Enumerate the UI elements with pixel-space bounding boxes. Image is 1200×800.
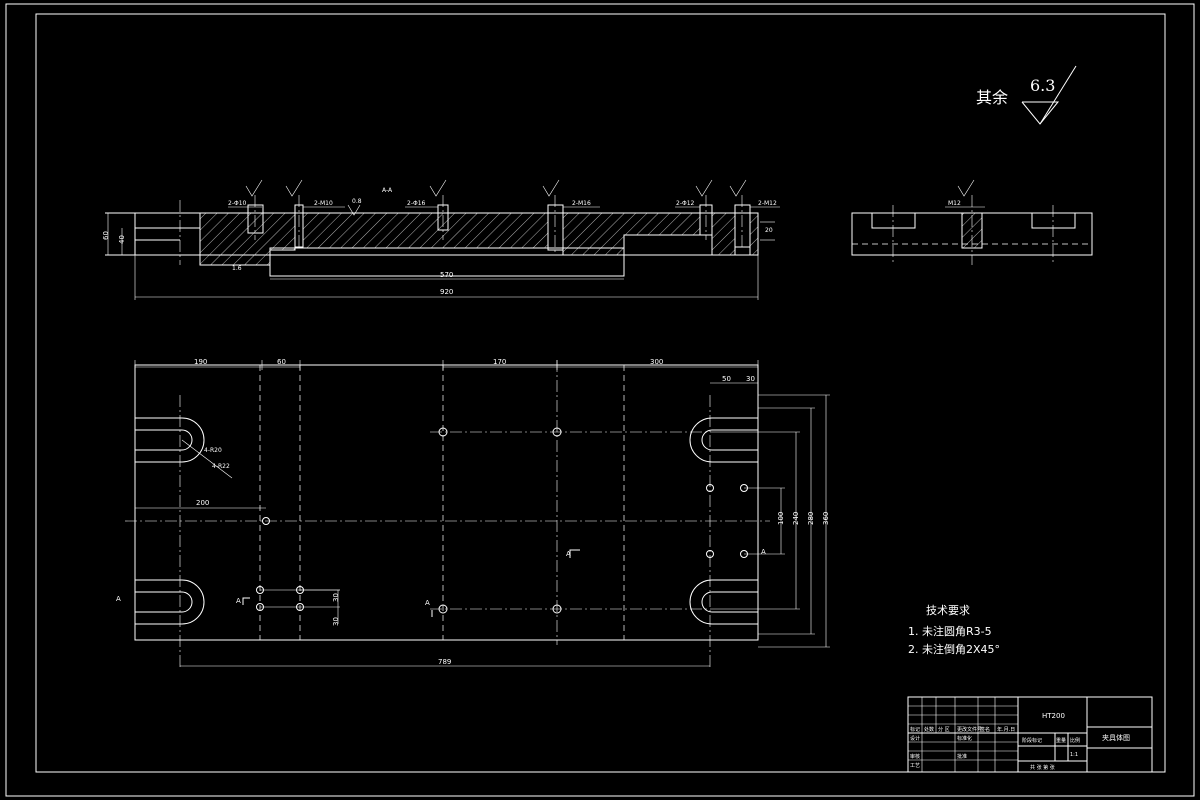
tb-cell-process: 工艺 (910, 763, 920, 769)
tb-row-label-6: 年.月.日 (997, 726, 1015, 733)
tb-row-label-5: 签名 (980, 726, 990, 733)
tb-scale-label: 比例 (1070, 737, 1080, 744)
dim-inner-height: 40 (118, 235, 126, 244)
dim-200: 200 (196, 499, 209, 507)
section-view: 920 570 60 40 2-Φ10 2-M10 2-Φ16 2-M16 2-… (102, 179, 780, 300)
dim-300: 300 (650, 358, 663, 366)
dim-360: 360 (822, 512, 830, 525)
hole-label-6: 2-M12 (758, 200, 777, 207)
dim-30: 30 (746, 375, 755, 383)
dim-789: 789 (438, 658, 451, 666)
section-mark-1: A (116, 595, 121, 603)
tb-row-label-3: 分 区 (938, 726, 950, 733)
drawing-border (5, 3, 1195, 797)
dim-170: 170 (493, 358, 506, 366)
tb-material: HT200 (1042, 712, 1065, 720)
tb-cell-design: 设计 (910, 735, 920, 742)
section-label: A-A (382, 187, 393, 194)
tb-sheet: 共 张 第 张 (1030, 764, 1055, 771)
roughness-value: 6.3 (1030, 76, 1055, 95)
tb-scale-value: 1:1 (1070, 752, 1078, 758)
dim-30b: 30 (332, 617, 340, 626)
radius-label-1: 4-R20 (204, 447, 222, 454)
side-view: M12 (851, 179, 1093, 265)
dim-190: 190 (194, 358, 207, 366)
tb-cell-standard: 标准化 (957, 735, 972, 742)
tb-cell-approve: 批准 (957, 753, 967, 760)
dim-60: 60 (277, 358, 286, 366)
section-mark-4: A (566, 550, 571, 558)
roughness-symbol: 其余 6.3 (976, 65, 1077, 125)
dim-50: 50 (722, 375, 731, 383)
tb-row-label-1: 标记 (910, 726, 920, 733)
roughness-ticks (245, 179, 747, 216)
dim-100: 100 (777, 512, 785, 525)
tb-row-label-4: 更改文件号 (957, 726, 982, 733)
hole-label-3: 2-Φ16 (407, 200, 426, 207)
dim-240: 240 (792, 512, 800, 525)
tb-weight-label: 重量 (1056, 737, 1066, 744)
hole-label-1: 2-Φ10 (228, 200, 247, 207)
dim-overall: 920 (440, 288, 453, 296)
section-mark-3: A (425, 599, 430, 607)
section-mark-2: A (236, 597, 241, 605)
tb-cell-review: 审核 (910, 753, 920, 760)
tb-drawing-name: 夹具体图 (1102, 733, 1130, 742)
side-thread-label: M12 (948, 200, 961, 207)
section-mark-5: A (761, 548, 766, 556)
dim-slot: 570 (440, 271, 453, 279)
plan-view: 190 60 170 300 50 30 200 789 100 240 280… (116, 358, 830, 670)
hole-label-4: 2-M16 (572, 200, 591, 207)
roughness-mark: 0.8 (352, 198, 362, 205)
technical-notes: 技术要求 1. 未注圆角R3-5 2. 未注倒角2X45° (908, 604, 1000, 656)
notes-title: 技术要求 (926, 604, 970, 617)
hole-label-5: 2-Φ12 (676, 200, 695, 207)
tb-stage-label: 阶段标记 (1022, 737, 1042, 744)
note-item-2: 2. 未注倒角2X45° (908, 642, 1000, 656)
right-depth-label: 20 (765, 227, 773, 234)
radius-label-2: 4-R22 (212, 463, 230, 470)
step-label: 1.6 (232, 265, 242, 272)
dim-30a: 30 (332, 593, 340, 602)
dim-height: 60 (102, 231, 110, 240)
hole-label-2: 2-M10 (314, 200, 333, 207)
tb-row-label-2: 处数 (924, 726, 934, 733)
note-item-1: 1. 未注圆角R3-5 (908, 624, 992, 638)
roughness-label: 其余 (976, 88, 1008, 107)
dim-280: 280 (807, 512, 815, 525)
title-block: 标记 处数 分 区 更改文件号 签名 年.月.日 设计 标准化 审核 工艺 批准… (907, 696, 1153, 773)
